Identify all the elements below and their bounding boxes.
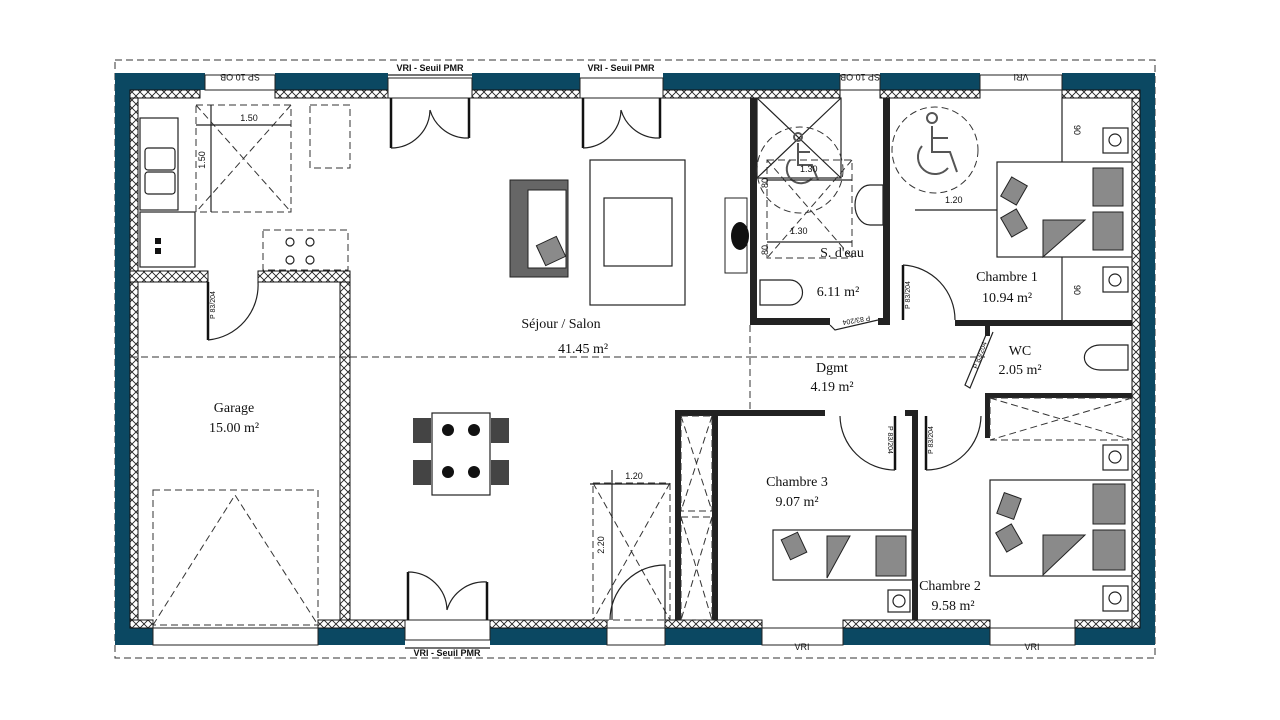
room-area: 15.00 m²: [209, 421, 259, 436]
room-area: 41.45 m²: [558, 342, 608, 357]
closet: [989, 397, 1133, 441]
bedroom-2: P 83/204 Chambre 2 9.58 m²: [919, 415, 1133, 614]
window-label: SP 10 OB: [840, 72, 880, 82]
door-label: P 83/204: [886, 426, 893, 454]
entry: 1.20 2.20: [590, 415, 713, 621]
toilet-icon: [759, 279, 804, 306]
window-label: VRI - Seuil PMR: [413, 648, 481, 658]
room-area: 9.58 m²: [931, 599, 974, 614]
kitchen: 1.50 1.50 P 83/204: [139, 104, 351, 341]
garage-door: [152, 489, 319, 626]
living-furniture: [413, 159, 749, 496]
room-area: 4.19 m²: [810, 380, 853, 395]
dimension-label: 1.20: [945, 195, 963, 205]
dimension-label: 2.20: [596, 536, 606, 554]
room-area: 6.11 m²: [817, 285, 860, 300]
door-label: P 83/204: [905, 281, 912, 309]
nightstand-lamp-icon: [1102, 585, 1129, 612]
toilet-icon: [1083, 344, 1129, 371]
door-label: P 83/204: [210, 291, 217, 319]
dimension-label: 1.50: [197, 151, 207, 169]
washbasin-icon: [854, 184, 884, 226]
interior-walls: [129, 89, 1141, 629]
room-area: 10.94 m²: [982, 291, 1032, 306]
room-name: Chambre 3: [766, 475, 828, 490]
wc-room: P 83/204 WC 2.05 m²: [964, 329, 1133, 441]
sink-icon: [144, 171, 176, 195]
window-label: VRI: [1013, 72, 1028, 82]
dimension-label: 80: [760, 245, 770, 255]
door-label: P 83/204: [928, 426, 935, 454]
nightstand-lamp-icon: [1102, 127, 1129, 154]
bedroom-1: 1.20 90 90 P 83/204 Chambre 1 10.94 m²: [891, 98, 1133, 321]
room-name: Séjour / Salon: [521, 317, 600, 332]
sink-icon: [144, 147, 176, 171]
dimension-label: 80: [760, 178, 770, 188]
dimension-label: 1.30: [800, 164, 818, 174]
dimension-label: 1.20: [625, 471, 643, 481]
window-label: VRI: [794, 642, 809, 652]
room-name: WC: [1009, 344, 1032, 359]
dimension-label: 90: [1072, 285, 1082, 295]
door-label: P 83/204: [842, 314, 871, 326]
room-name: Chambre 1: [976, 270, 1038, 285]
bedroom-3: P 83/204 Chambre 3 9.07 m²: [766, 415, 913, 613]
dimension-label: 1.30: [790, 226, 808, 236]
room-name: Dgmt: [816, 361, 848, 376]
window-label: VRI - Seuil PMR: [396, 63, 464, 73]
dining-table-icon: [431, 412, 491, 496]
hob-icon: [262, 229, 349, 271]
top-openings: SP 10 OB VRI - Seuil PMR VRI - Seuil PMR…: [204, 63, 1063, 99]
bottom-openings: VRI - Seuil PMR VRI VRI: [152, 571, 1076, 658]
nightstand-lamp-icon: [1102, 266, 1129, 293]
dimension-label: 90: [1072, 125, 1082, 135]
exterior-walls: [115, 73, 1155, 645]
room-name: Chambre 2: [919, 579, 981, 594]
window-label: VRI - Seuil PMR: [587, 63, 655, 73]
nightstand-lamp-icon: [1102, 444, 1129, 471]
window-label: VRI: [1024, 642, 1039, 652]
dimension-label: 1.50: [240, 113, 258, 123]
door-label: P 83/204: [973, 341, 989, 370]
room-name: Garage: [214, 401, 254, 416]
french-doors-top: [389, 98, 662, 149]
room-name: S. d'eau: [820, 246, 864, 261]
bathroom: 1.30 1.30 80 80 P 83/204 S. d'eau 6.11 m…: [756, 97, 884, 331]
room-area: 9.07 m²: [775, 495, 818, 510]
window-label: SP 10 OB: [220, 72, 260, 82]
nightstand-lamp-icon: [887, 589, 911, 613]
wheelchair-accessible-icon: [917, 112, 958, 175]
stove-icon: [139, 211, 196, 268]
room-area: 2.05 m²: [998, 363, 1041, 378]
